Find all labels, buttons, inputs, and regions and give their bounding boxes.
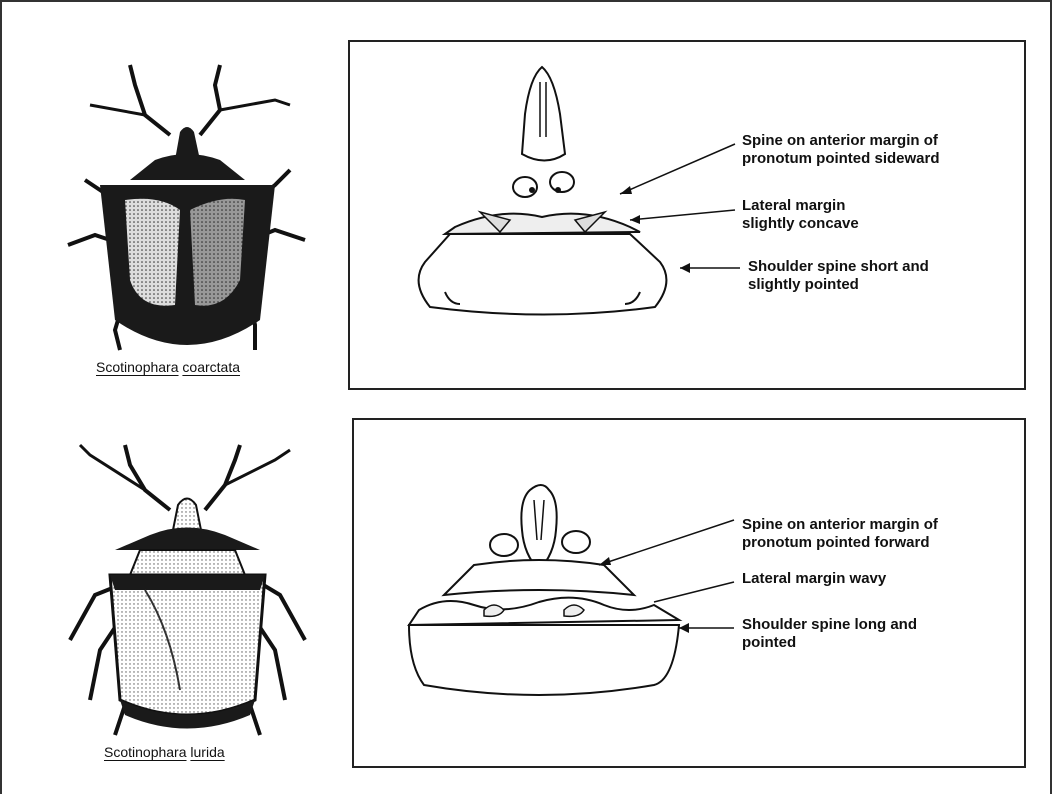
species-label-lurida: Scotinophara lurida bbox=[104, 744, 225, 760]
species-label-coarctata: Scotinophara coarctata bbox=[96, 359, 240, 375]
callout-shoulder-spine-coarctata: Shoulder spine short and slightly pointe… bbox=[748, 258, 988, 294]
callout-anterior-spine-lurida: Spine on anterior margin of pronotum poi… bbox=[742, 516, 982, 552]
callout-lateral-margin-lurida: Lateral margin wavy bbox=[742, 570, 982, 588]
callout-lateral-margin-coarctata: Lateral margin slightly concave bbox=[742, 197, 982, 233]
beetle-illustration-lurida bbox=[60, 430, 320, 740]
pronotum-diagram-lurida bbox=[354, 420, 1026, 768]
pronotum-panel-coarctata: Spine on anterior margin of pronotum poi… bbox=[348, 40, 1026, 390]
beetle-illustration-coarctata bbox=[60, 60, 320, 360]
callout-anterior-spine-coarctata: Spine on anterior margin of pronotum poi… bbox=[742, 132, 982, 168]
pronotum-panel-lurida: Spine on anterior margin of pronotum poi… bbox=[352, 418, 1026, 768]
callout-shoulder-spine-lurida: Shoulder spine long and pointed bbox=[742, 616, 982, 652]
